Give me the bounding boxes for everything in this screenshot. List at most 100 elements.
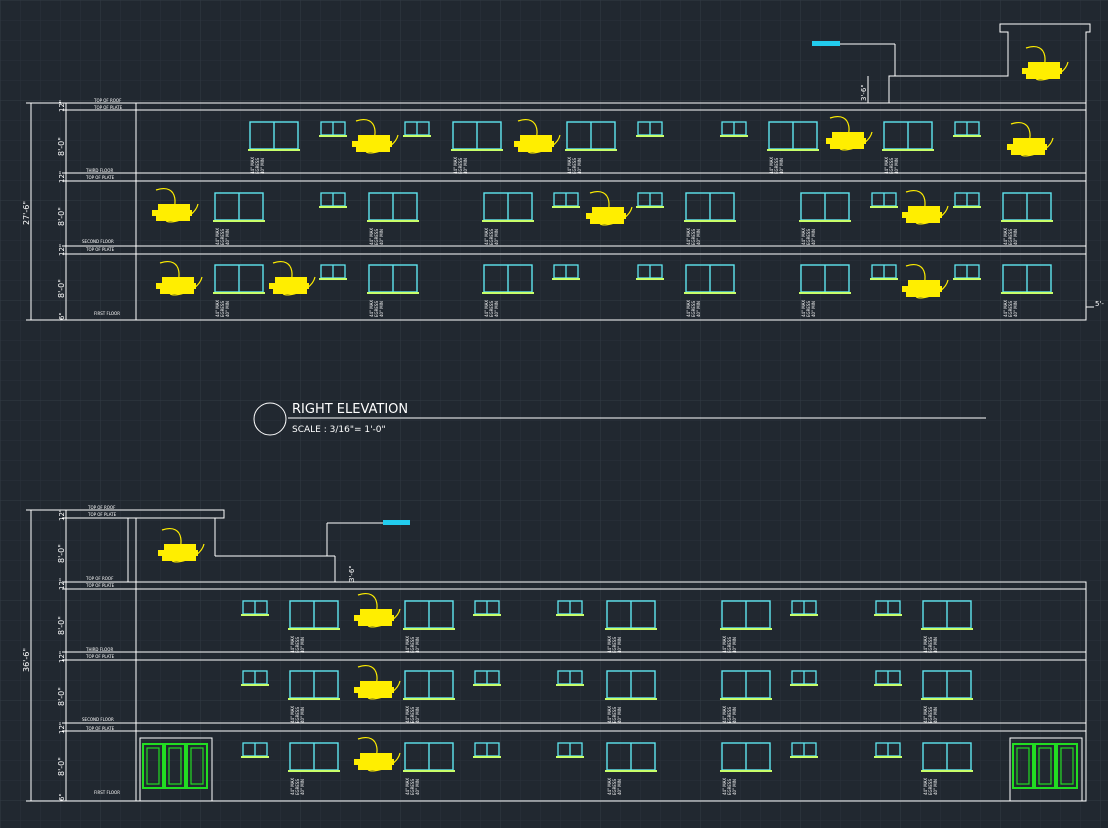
door-symbol-0 — [142, 743, 208, 789]
drawing-title-block: RIGHT ELEVATION SCALE : 3/16"= 1'-0" — [253, 402, 986, 436]
egress-tag-line: 40" MIN — [933, 707, 938, 723]
window-small-48 — [473, 670, 501, 686]
egress-tag-line: 44" MAX — [484, 228, 489, 245]
egress-tag-line: 40" MIN — [379, 301, 384, 317]
dim-plate-b3: 12" — [58, 651, 66, 663]
egress-tag-line: 44" MAX — [453, 157, 458, 174]
dimensions-top: 27'-6" 12" 8'-0" 12" 8'-0" 12" 8'-0" 6" … — [22, 84, 1104, 320]
dim-plate-2: 12" — [58, 171, 66, 183]
window-small-37 — [241, 600, 269, 616]
window-small-19 — [870, 192, 898, 208]
egress-tag-line: 40" MIN — [811, 229, 816, 245]
doors-layer — [142, 743, 1078, 789]
tree-symbol-8 — [156, 260, 203, 296]
tree-symbol-14 — [354, 736, 401, 772]
window-small-20 — [953, 192, 981, 208]
egress-tag-line: EGRESS — [295, 779, 300, 795]
roof-marker-lower — [383, 520, 410, 525]
egress-tag-line: 40" MIN — [617, 779, 622, 795]
egress-tag-line: EGRESS — [727, 779, 732, 795]
window-small-61 — [874, 742, 902, 758]
label-top-of-roof-b: TOP OF ROOF — [87, 505, 116, 510]
window-small-38 — [473, 600, 501, 616]
label-first-floor: FIRST FLOOR — [94, 311, 120, 316]
egress-tag-line: EGRESS — [806, 301, 811, 317]
window-small-27 — [319, 264, 347, 280]
egress-tag-line: EGRESS — [691, 229, 696, 245]
egress-tag-line: 44" MAX — [250, 157, 255, 174]
dim-parapet: 3'-6" — [860, 84, 868, 101]
label-top-of-roof: TOP OF ROOF — [93, 98, 122, 103]
egress-tag-line: 44" MAX — [405, 636, 410, 653]
window-small-29 — [636, 264, 664, 280]
egress-tag-line: 44" MAX — [769, 157, 774, 174]
egress-tag-line: 44" MAX — [484, 300, 489, 317]
tree-symbol-5 — [152, 187, 199, 223]
dim-floor-1: 8'-0" — [57, 137, 66, 156]
egress-tag-line: 40" MIN — [732, 707, 737, 723]
egress-tag-line: 40" MIN — [779, 158, 784, 174]
egress-tag-line: 44" MAX — [1003, 300, 1008, 317]
level-labels-top: TOP OF ROOF TOP OF PLATE THIRD FLOOR TOP… — [82, 98, 123, 316]
egress-tag-line: EGRESS — [410, 707, 415, 723]
egress-tag-line: EGRESS — [612, 637, 617, 653]
egress-tag-line: EGRESS — [374, 301, 379, 317]
egress-tag-line: 40" MIN — [415, 707, 420, 723]
lower-elevation — [26, 509, 1087, 802]
egress-tag-line: 40" MIN — [617, 707, 622, 723]
egress-tag-line: 44" MAX — [1003, 228, 1008, 245]
egress-tag-line: 44" MAX — [923, 636, 928, 653]
egress-tag-line: 44" MAX — [801, 300, 806, 317]
dim-floor-2: 8'-0" — [57, 207, 66, 226]
tree-symbol-4 — [1022, 45, 1069, 81]
egress-tag-line: EGRESS — [1008, 301, 1013, 317]
egress-tag-line: 40" MIN — [933, 637, 938, 653]
egress-tag-line: 40" MIN — [225, 301, 230, 317]
dim-total-bottom: 36'-6" — [22, 648, 31, 672]
egress-tag-line: EGRESS — [612, 779, 617, 795]
label-second-floor: SECOND FLOOR — [82, 239, 114, 244]
egress-tag-line: 44" MAX — [722, 636, 727, 653]
egress-tag-line: EGRESS — [572, 158, 577, 174]
dim-plate-b2: 12" — [58, 578, 66, 590]
egress-tag-line: 40" MIN — [415, 637, 420, 653]
egress-tag-line: EGRESS — [928, 779, 933, 795]
egress-tag-line: EGRESS — [612, 707, 617, 723]
egress-tag-line: 40" MIN — [732, 637, 737, 653]
window-small-6 — [403, 121, 431, 137]
trees-layer — [152, 45, 1069, 772]
egress-tag-line: 44" MAX — [290, 706, 295, 723]
egress-tag-line: 40" MIN — [300, 637, 305, 653]
egress-tag-line: 40" MIN — [732, 779, 737, 795]
egress-tag-line: 44" MAX — [686, 300, 691, 317]
egress-tag-line: 40" MIN — [494, 301, 499, 317]
egress-tag-line: EGRESS — [410, 637, 415, 653]
